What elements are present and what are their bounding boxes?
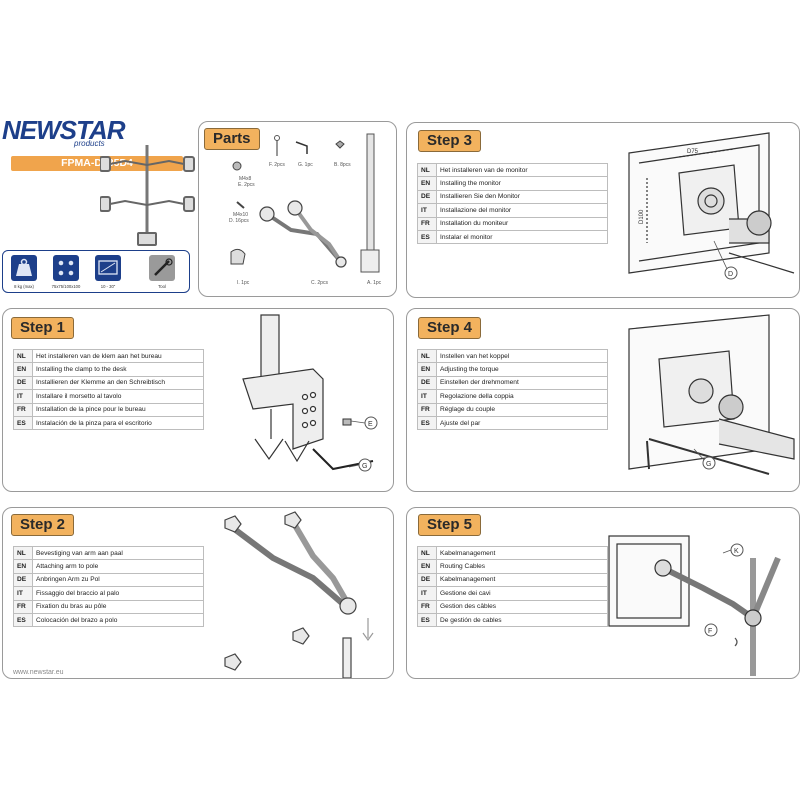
step5-title: Step 5 — [418, 514, 482, 536]
dim-d100: D100 — [639, 209, 645, 224]
callout-e: E — [368, 421, 373, 428]
svg-text:B. 8pcs: B. 8pcs — [334, 162, 351, 168]
brand-name: NEWSTAR — [2, 115, 126, 145]
step2-title: Step 2 — [11, 514, 75, 536]
step3-illustration: D75 D100 D — [628, 132, 795, 280]
tool-icon — [149, 255, 175, 281]
dim-d75: D75 — [687, 149, 699, 155]
step4-title: Step 4 — [418, 317, 482, 339]
product-illustration — [100, 145, 195, 246]
vesa-pattern-icon — [53, 255, 79, 281]
spec-weight-label: 8 kg (max) — [14, 284, 34, 289]
spec-icons-box: 8 kg (max) 75x75/100x100 10 - 30" Tool — [2, 250, 190, 293]
spec-vesa-label: 75x75/100x100 — [51, 284, 81, 289]
callout-k: K — [734, 548, 739, 555]
callout-f: F — [708, 628, 712, 635]
svg-text:F. 2pcs: F. 2pcs — [269, 162, 285, 168]
weight-icon — [11, 255, 37, 281]
website-link[interactable]: www.newstar.eu — [13, 669, 64, 676]
callout-d: D — [728, 271, 733, 278]
callout-g4: G — [706, 461, 711, 468]
svg-text:M4x10: M4x10 — [233, 212, 248, 218]
svg-text:D. 16pcs: D. 16pcs — [229, 218, 249, 224]
step1-illustration: E G — [242, 314, 378, 472]
parts-title: Parts — [204, 128, 260, 150]
callout-g: G — [362, 463, 367, 470]
svg-text:M4x8: M4x8 — [239, 176, 251, 182]
svg-text:E. 2pcs: E. 2pcs — [238, 182, 255, 188]
step1-title: Step 1 — [11, 317, 75, 339]
screen-size-icon — [95, 255, 121, 281]
spec-tool-label: Tool — [158, 284, 166, 289]
spec-size-label: 10 - 30" — [100, 284, 116, 289]
step2-illustration — [224, 511, 374, 678]
model-badge: FPMA-D935D4 — [11, 156, 183, 171]
brand-sub: products — [74, 139, 105, 148]
svg-text:I. 1pc: I. 1pc — [237, 280, 250, 286]
svg-text:C. 2pcs: C. 2pcs — [311, 280, 328, 286]
svg-text:G. 1pc: G. 1pc — [298, 162, 313, 168]
svg-text:A. 1pc: A. 1pc — [367, 280, 382, 286]
step3-title: Step 3 — [418, 130, 482, 152]
step5-illustration: K F — [608, 535, 781, 676]
step4-illustration: G — [628, 314, 795, 475]
